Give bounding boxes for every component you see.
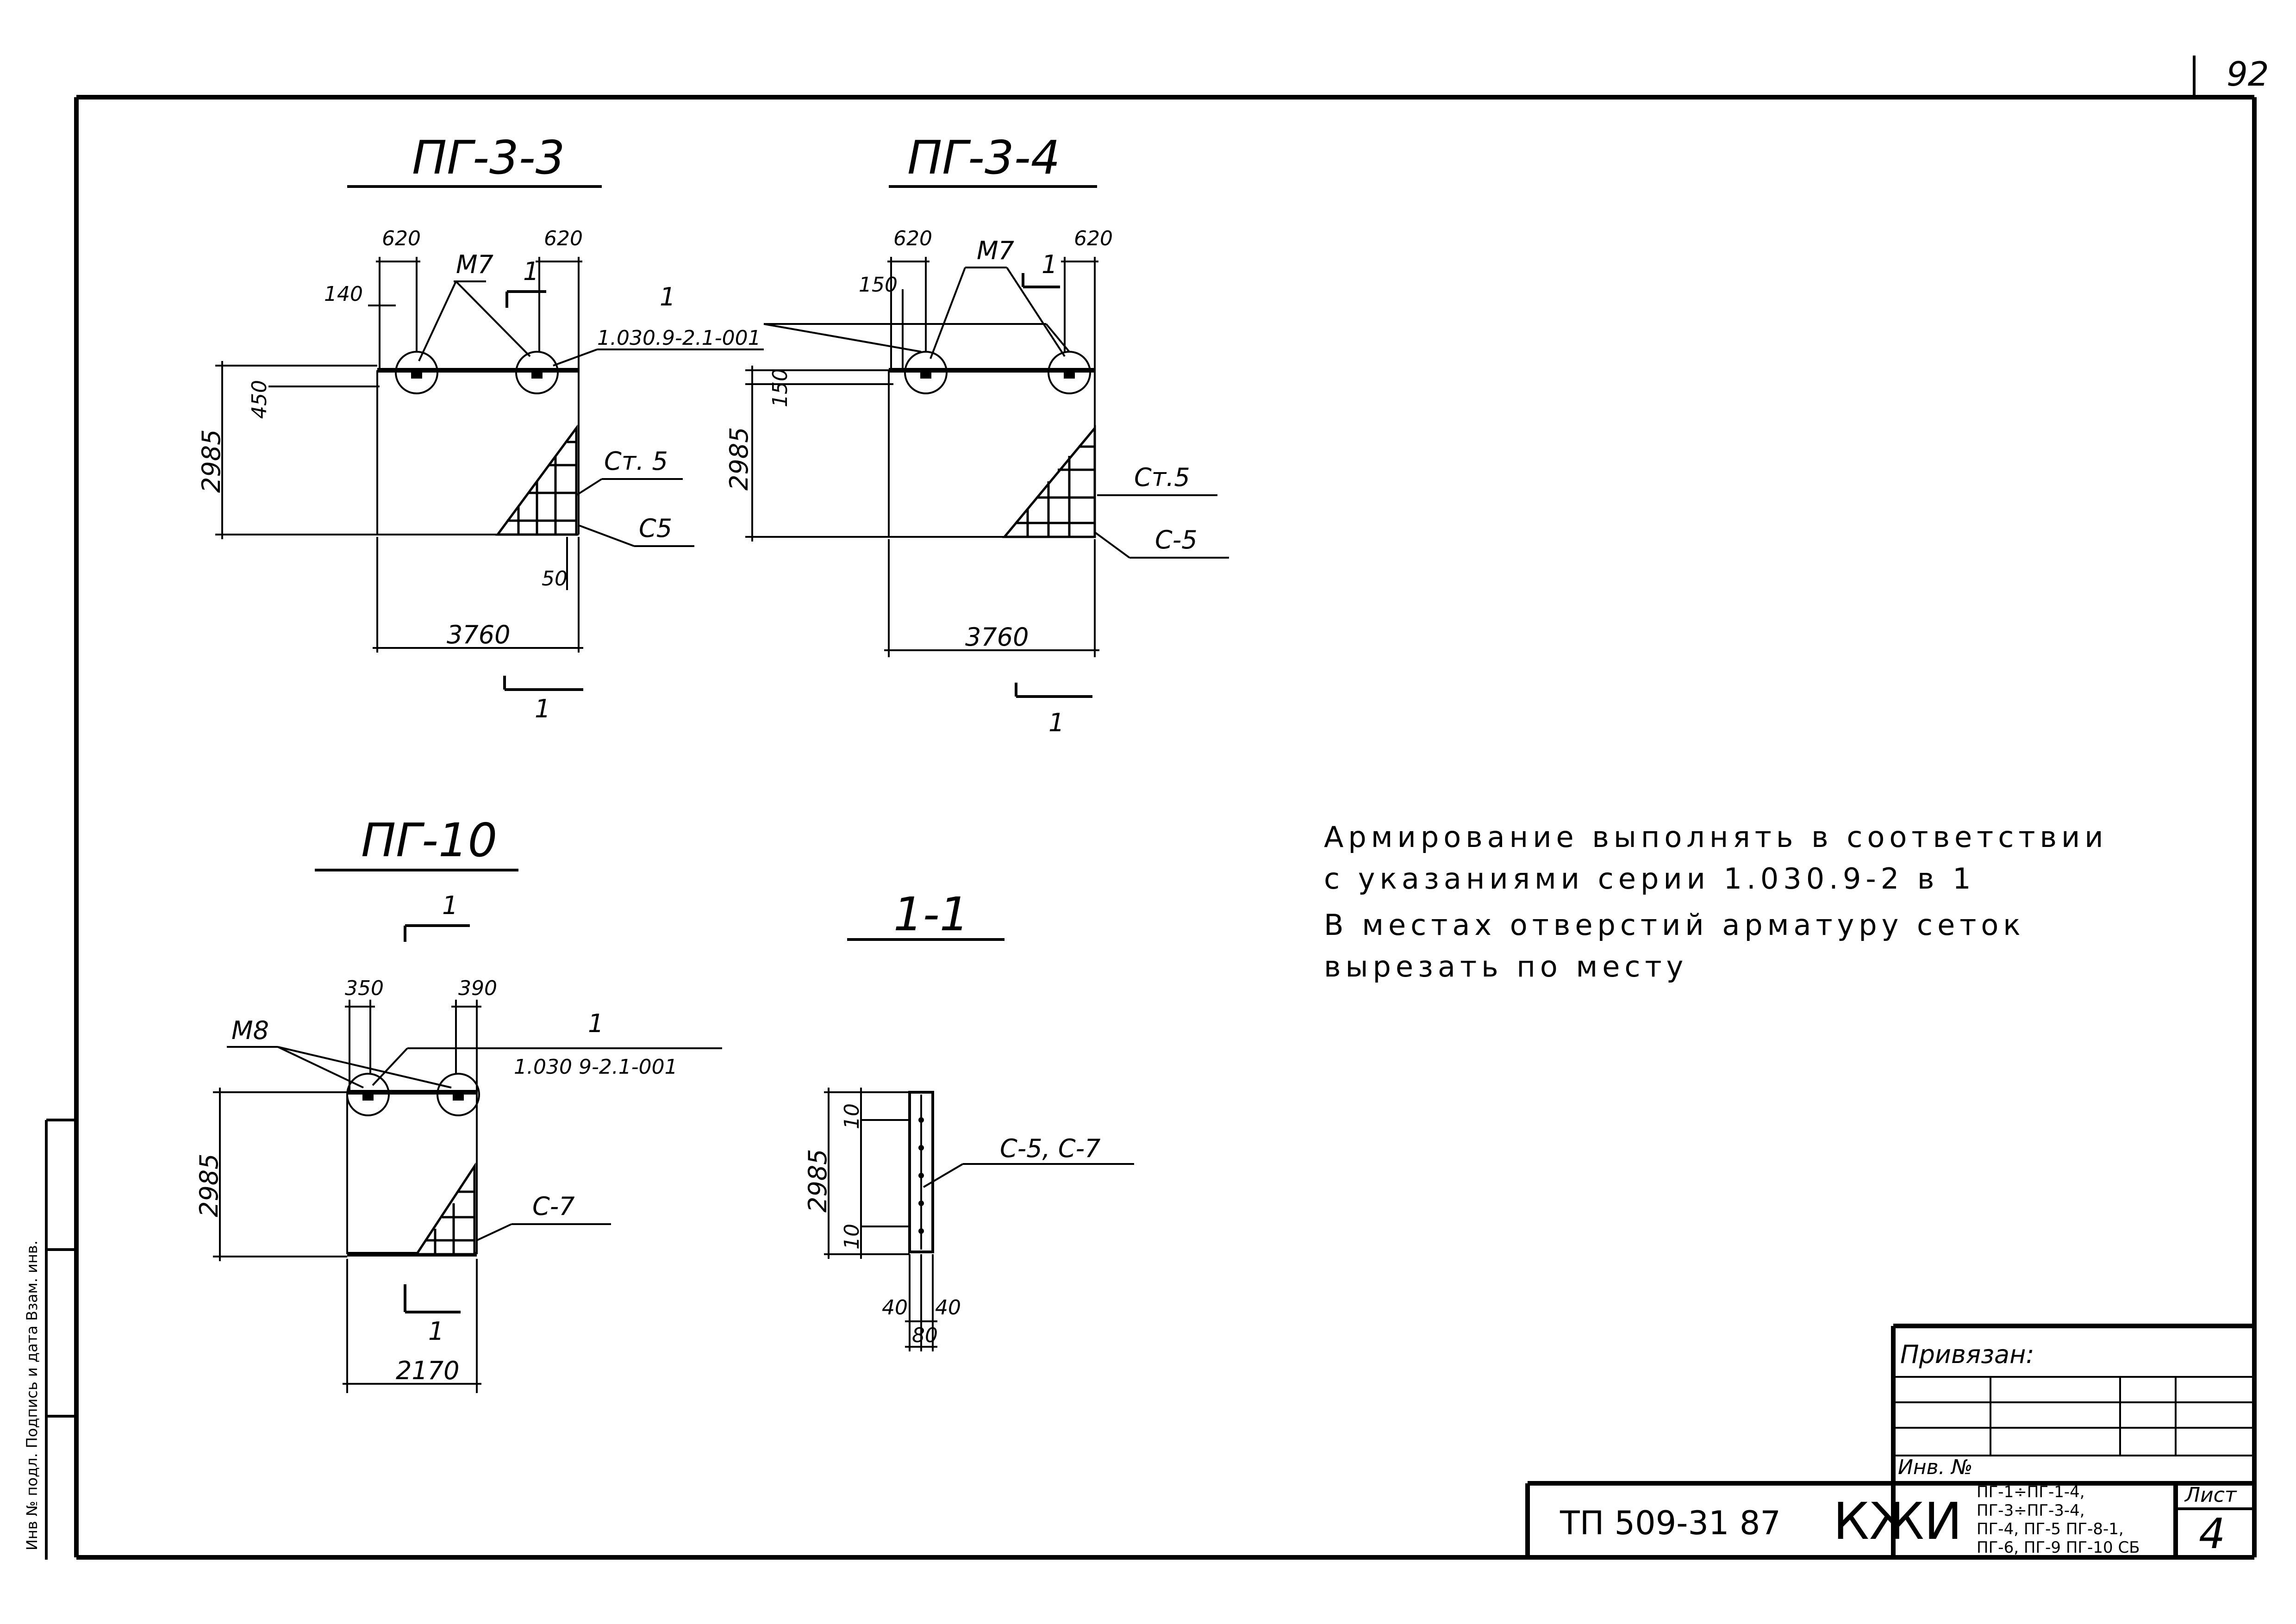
label-c: С-7 [532, 1192, 575, 1221]
note-line-1: Армирование выполнять в соответствии [1324, 820, 2108, 854]
side-strip: Инв № подл. Подпись и дата Взам. инв. [23, 1119, 76, 1560]
doc-code: ТП 509-31 87 [1560, 1504, 1781, 1542]
dim-width: 2170 [396, 1356, 459, 1385]
note-line-4: вырезать по месту [1324, 950, 1688, 983]
page-number: 92 [2193, 55, 2269, 100]
note-line-2: с указаниями серии 1.030.9-2 в 1 [1324, 862, 1976, 896]
label-c: С5 [639, 514, 672, 543]
title-block: Привязан: Инв. № ТП 509-31 87 КЖИ ПГ-1÷П… [1525, 1324, 2254, 1558]
privyazan-label: Привязан: [1900, 1340, 2034, 1369]
label-c: С-5, С-7 [1000, 1134, 1100, 1163]
dim-620-left: 620 [382, 227, 421, 250]
dim-140: 140 [324, 282, 363, 306]
elements-line-3: ПГ-4, ПГ-5 ПГ-8-1, [1977, 1520, 2124, 1538]
document-mark: КЖИ [1833, 1492, 1962, 1551]
label-st: Ст.5 [1134, 463, 1190, 492]
view-pg-3-4: ПГ-3-4 620 620 150 М7 [724, 131, 1229, 737]
dim-620-right: 620 [544, 227, 583, 250]
callout-number: 1 [660, 282, 675, 311]
view-pg-10: ПГ-10 1 350 390 М8 [194, 813, 722, 1393]
dim-50: 50 [542, 567, 568, 591]
dim-height: 2985 [194, 1154, 224, 1217]
dim-620-left: 620 [893, 227, 932, 250]
section-mark-top: 1 [442, 891, 458, 920]
view-title: ПГ-3-3 [412, 131, 565, 185]
label-st: Ст. 5 [604, 447, 668, 476]
dim-390: 390 [458, 977, 497, 1000]
label-c: С-5 [1155, 525, 1198, 554]
mark-m7: М7 [456, 250, 493, 279]
notes-block: Армирование выполнять в соответствии с у… [1324, 820, 2108, 983]
dim-40-right: 40 [935, 1296, 961, 1319]
dim-150-vert: 150 [768, 368, 792, 407]
section-mark-bottom: 1 [428, 1317, 444, 1346]
elements-line-1: ПГ-1÷ПГ-1-4, [1977, 1483, 2085, 1501]
dim-height: 2985 [197, 429, 226, 493]
dim-620-right: 620 [1074, 227, 1113, 250]
dim-10-top: 10 [840, 1103, 864, 1129]
page-number-text: 92 [2227, 55, 2269, 93]
mark-m7: М7 [977, 236, 1014, 265]
callout-ref: 1.030.9-2.1-001 [597, 326, 761, 350]
view-title: ПГ-3-4 [907, 131, 1060, 185]
inv-no-label: Инв. № [1898, 1456, 1972, 1479]
view-section-1-1: 1-1 2985 10 10 С-5, С-7 40 40 80 [803, 887, 1134, 1351]
dim-width: 3760 [965, 622, 1029, 652]
sheet-label: Лист [2184, 1483, 2237, 1507]
section-mark-bottom: 1 [1048, 708, 1064, 737]
section-mark: 1 [1042, 250, 1057, 279]
mark-m8: М8 [231, 1016, 269, 1045]
dim-150: 150 [859, 273, 898, 297]
dim-80: 80 [912, 1324, 938, 1347]
callout-ref: 1.030 9-2.1-001 [514, 1055, 678, 1079]
dim-height: 2985 [803, 1149, 832, 1213]
view-pg-3-3: ПГ-3-3 620 620 140 М7 [197, 131, 764, 723]
side-strip-text: Инв № подл. Подпись и дата Взам. инв. [23, 1240, 41, 1550]
dim-height: 2985 [724, 427, 754, 491]
view-title: 1-1 [893, 887, 969, 941]
dim-40-left: 40 [882, 1296, 908, 1319]
view-title: ПГ-10 [361, 813, 497, 867]
callout-number: 1 [588, 1009, 604, 1038]
dim-width: 3760 [447, 620, 510, 649]
note-line-3: В местах отверстий арматуру сеток [1324, 908, 2025, 942]
dim-450: 450 [248, 380, 271, 419]
elements-line-2: ПГ-3÷ПГ-3-4, [1977, 1501, 2085, 1520]
elements-line-4: ПГ-6, ПГ-9 ПГ-10 СБ [1977, 1538, 2140, 1557]
dim-350: 350 [345, 977, 384, 1000]
section-mark: 1 [523, 257, 539, 286]
sheet-number: 4 [2199, 1510, 2225, 1558]
dim-10-bottom: 10 [840, 1224, 864, 1250]
section-mark-bottom: 1 [535, 694, 550, 723]
